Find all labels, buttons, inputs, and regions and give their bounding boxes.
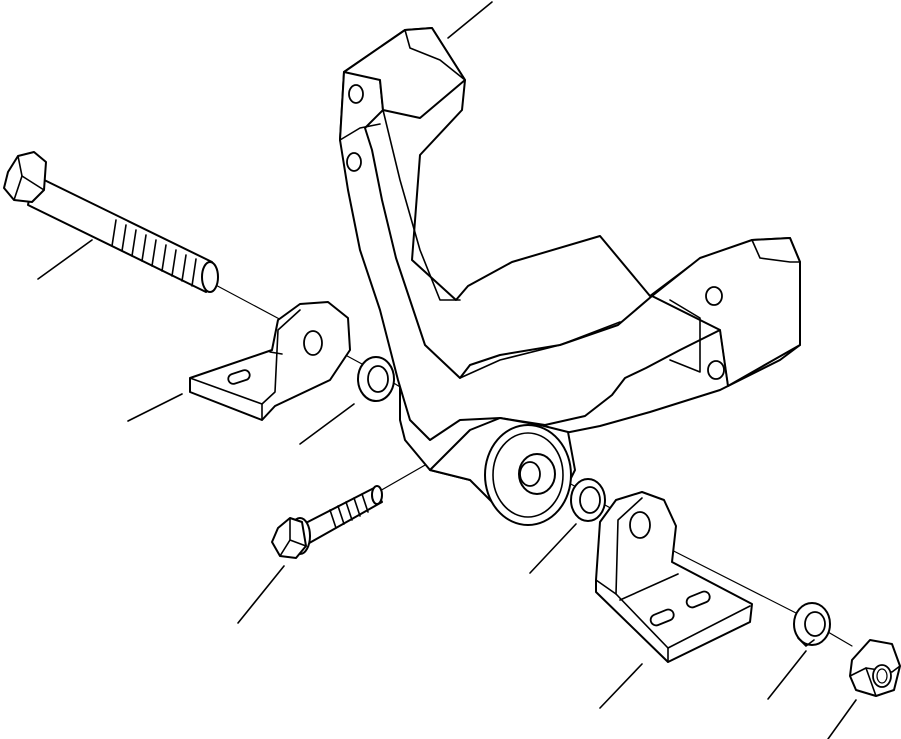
right-plate-slot-2 (685, 590, 711, 609)
hex-nut (849, 639, 901, 697)
leader-long-bolt (37, 239, 93, 280)
hex-nut-bore (872, 664, 892, 688)
hex-nut-edge-2 (865, 667, 877, 697)
bracket-top-hole-1 (348, 84, 364, 104)
bracket (339, 27, 801, 526)
right-plate-top-edge (667, 605, 751, 649)
spring-washer-inner (804, 611, 826, 637)
short-bolt-end (371, 485, 383, 505)
bushing-rim (492, 432, 564, 518)
axis-long-bolt (209, 281, 286, 323)
bracket-inner-rib (382, 109, 461, 301)
left-plate-hole (303, 330, 323, 356)
right-plate-hole (629, 511, 651, 539)
long-bolt-end (201, 261, 219, 293)
leader-left-plate (127, 393, 183, 422)
bracket-top-rib (339, 123, 381, 141)
bracket-lower-rib (459, 321, 621, 379)
leader-bracket (447, 1, 493, 39)
short-bolt (271, 485, 383, 559)
left-plate-slot (227, 369, 251, 385)
spring-washer (793, 602, 831, 647)
right-plate-bend-line (619, 573, 679, 601)
spring-washer-split (797, 637, 815, 647)
right-mount-plate (595, 491, 753, 663)
left-plate-bend (261, 309, 301, 405)
bracket-right-hole-1 (705, 286, 723, 306)
axis-right-4 (827, 631, 853, 647)
short-bolt-head (271, 517, 307, 559)
long-bolt-shank (27, 174, 213, 293)
right-plate-body (595, 491, 753, 663)
long-bolt-head-edge-2 (13, 175, 23, 201)
leader-left-washer (299, 403, 355, 445)
bracket-right-pocket (669, 299, 701, 373)
right-plate-front-edge (595, 579, 669, 663)
left-washer-inner (367, 365, 389, 393)
leader-spring-washer (767, 650, 807, 700)
bracket-right-hole-2 (707, 360, 725, 380)
right-plate-slot-1 (649, 608, 675, 627)
short-bolt-threads (329, 493, 369, 529)
leader-short-bolt (237, 565, 285, 624)
bracket-right-edge (751, 239, 801, 263)
bracket-top-edge (404, 29, 466, 81)
hex-nut-thread (876, 668, 888, 684)
bracket-top-block (343, 27, 466, 119)
left-plate-body (189, 301, 351, 421)
left-washer (357, 356, 395, 402)
leader-center-washer (529, 523, 577, 574)
leader-lines (37, 1, 857, 739)
left-mount-plate (189, 301, 351, 421)
center-washer (570, 478, 606, 522)
long-bolt-threads (111, 219, 197, 287)
leader-hex-nut (827, 699, 857, 739)
center-washer-inner (579, 486, 601, 514)
bracket-right-corner (719, 329, 729, 387)
right-plate-bend (615, 497, 643, 595)
bushing-bore (519, 461, 541, 487)
leader-right-plate (599, 663, 643, 709)
left-plate-mark (269, 351, 283, 355)
short-bolt-head-edge-2 (279, 539, 291, 557)
long-bolt (3, 151, 219, 293)
bracket-top-hole-2 (346, 152, 362, 172)
